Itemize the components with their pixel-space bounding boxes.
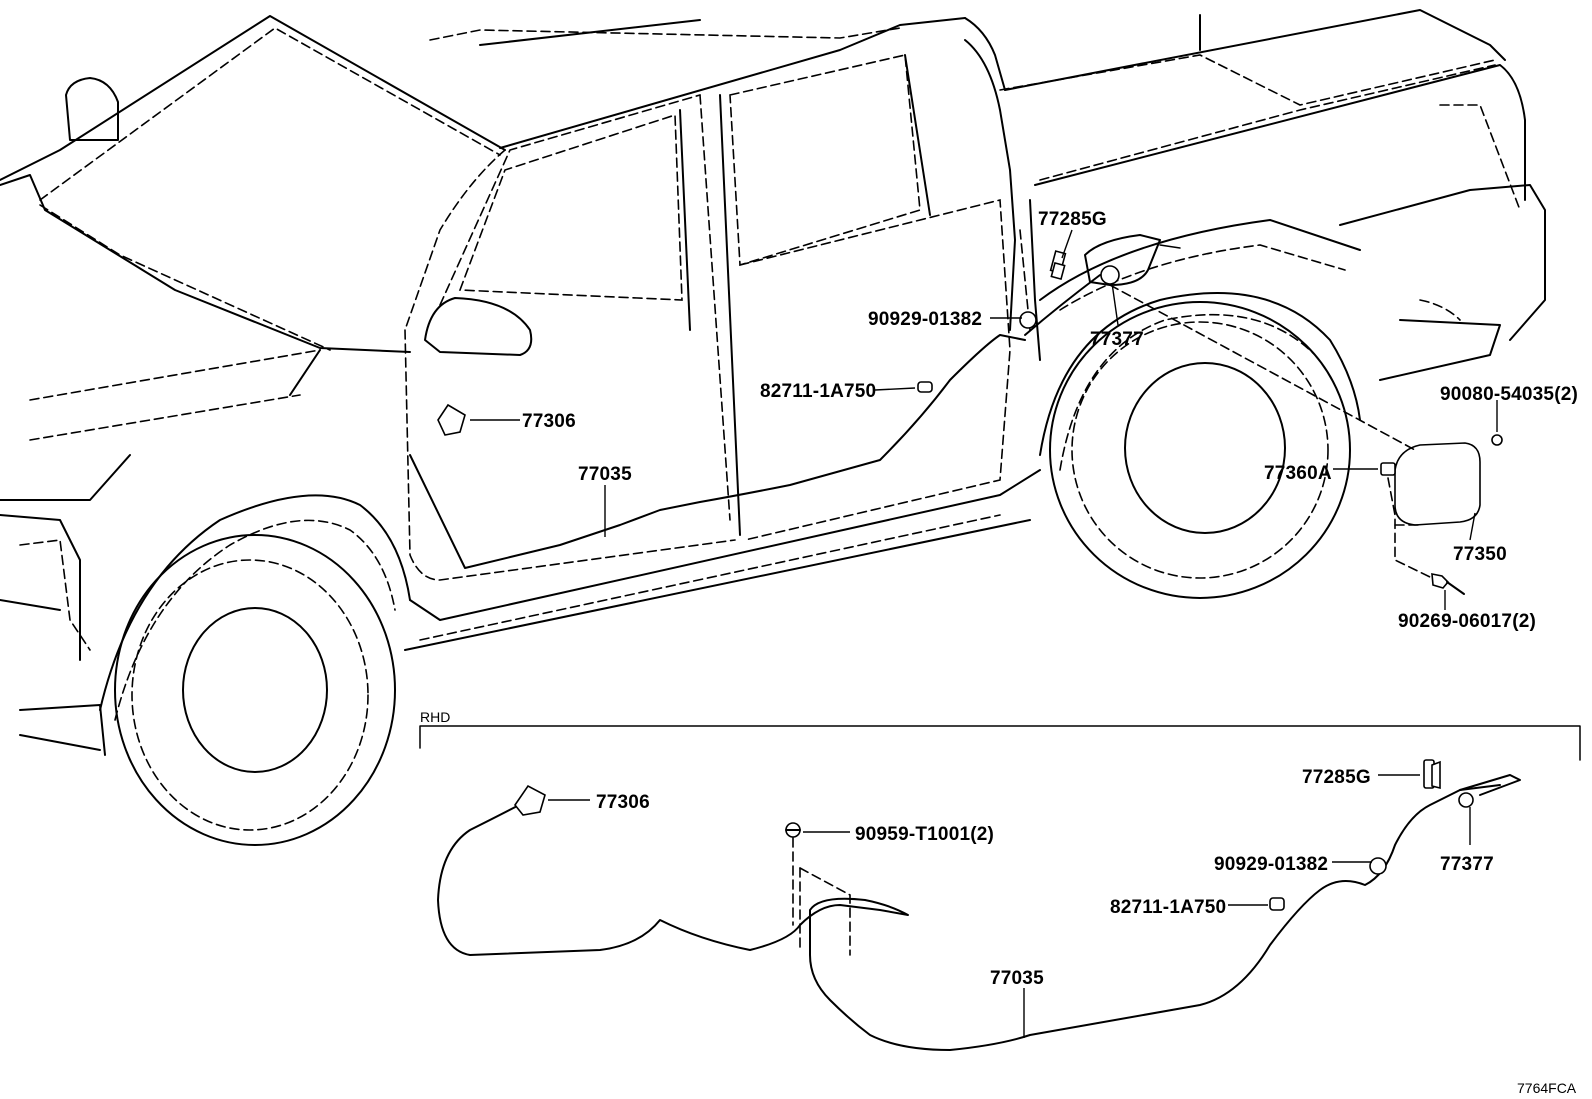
label-82711-upper[interactable]: 82711-1A750 bbox=[760, 381, 876, 402]
label-rhd: RHD bbox=[420, 709, 450, 725]
upper-harness-77035 bbox=[409, 274, 1101, 569]
label-77360a[interactable]: 77360A bbox=[1264, 463, 1332, 484]
label-77306-upper[interactable]: 77306 bbox=[522, 411, 576, 432]
label-90929-rhd[interactable]: 90929-01382 bbox=[1214, 854, 1328, 875]
label-90929-upper[interactable]: 90929-01382 bbox=[868, 309, 982, 330]
upper-parts bbox=[437, 250, 1503, 595]
rhd-relation-lines bbox=[792, 837, 851, 956]
rhd-parts bbox=[514, 759, 1474, 911]
fuel-door-77350 bbox=[1394, 442, 1481, 526]
label-77035-upper[interactable]: 77035 bbox=[578, 464, 632, 485]
label-77285g-upper[interactable]: 77285G bbox=[1038, 209, 1107, 230]
label-77377-rhd[interactable]: 77377 bbox=[1440, 854, 1494, 875]
part-labels: 77285G 90929-01382 77377 82711-1A750 773… bbox=[420, 209, 1578, 1096]
figure-code: 7764FCA bbox=[1517, 1080, 1577, 1096]
label-90080[interactable]: 90080-54035(2) bbox=[1440, 384, 1578, 405]
label-77350[interactable]: 77350 bbox=[1453, 544, 1507, 565]
fuel-opening bbox=[1084, 234, 1161, 286]
label-77035-rhd[interactable]: 77035 bbox=[990, 968, 1044, 989]
rhd-leaders bbox=[548, 774, 1471, 1038]
upper-leaders bbox=[470, 229, 1498, 610]
rhd-harness-77035 bbox=[437, 774, 1521, 1051]
rhd-bracket bbox=[419, 725, 1581, 761]
vehicle-outline bbox=[0, 9, 1546, 846]
label-77285g-rhd[interactable]: 77285G bbox=[1302, 767, 1371, 788]
label-90269[interactable]: 90269-06017(2) bbox=[1398, 611, 1536, 632]
label-82711-rhd[interactable]: 82711-1A750 bbox=[1110, 897, 1226, 918]
label-77306-rhd[interactable]: 77306 bbox=[596, 792, 650, 813]
upper-relation-lines bbox=[1109, 284, 1433, 579]
label-90959[interactable]: 90959-T1001(2) bbox=[855, 824, 994, 845]
label-77377-upper[interactable]: 77377 bbox=[1090, 329, 1144, 350]
